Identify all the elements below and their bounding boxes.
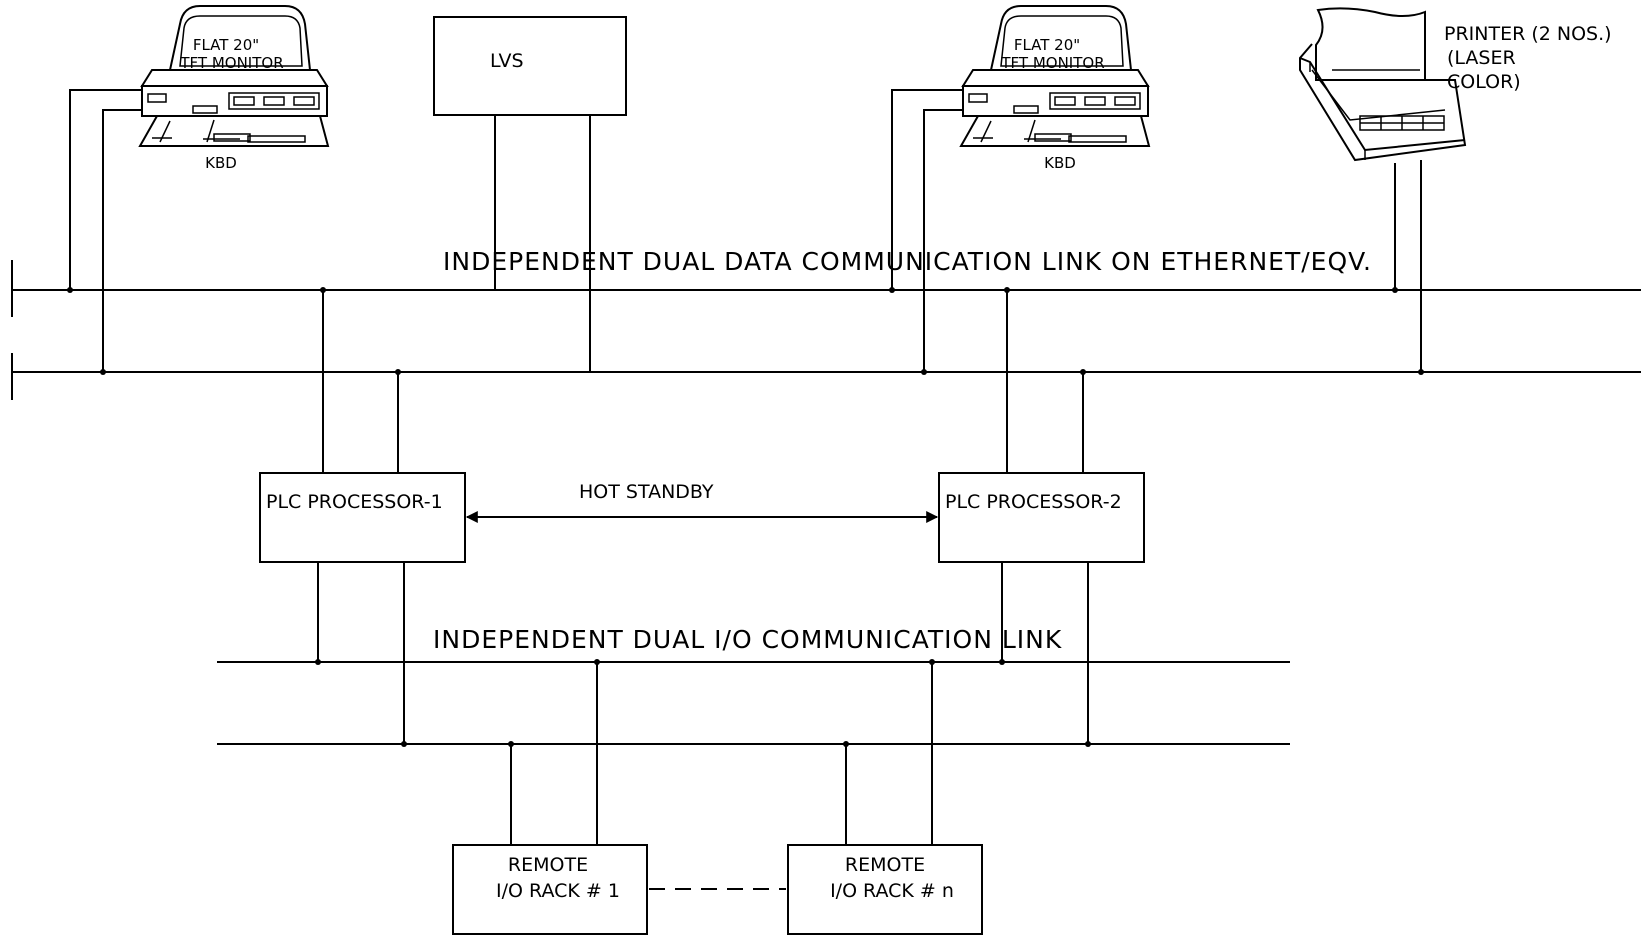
workstation-1: FLAT 20" TFT MONITOR KBD (67, 5, 330, 375)
rack-1-label-line1: REMOTE (508, 854, 588, 876)
rack-n-label-line2: I/O RACK # n (830, 880, 954, 902)
monitor-icon (961, 5, 1150, 117)
plc-1-label: PLC PROCESSOR-1 (266, 491, 443, 513)
keyboard-icon (138, 115, 330, 147)
io-bus (217, 661, 1290, 745)
monitor-icon (140, 5, 329, 117)
io-bus-label: INDEPENDENT DUAL I/O COMMUNICATION LINK (433, 625, 1062, 654)
monitor-label-line2: TFT MONITOR (179, 54, 283, 72)
monitor-label-line1: FLAT 20" (1014, 36, 1080, 54)
printer-label-line1: PRINTER (2 NOS.) (1444, 23, 1612, 45)
monitor-label-line2: TFT MONITOR (1000, 54, 1104, 72)
lvs-label: LVS (490, 50, 524, 72)
plc-processor-1: PLC PROCESSOR-1 (259, 472, 466, 563)
rack-1-label-line2: I/O RACK # 1 (496, 880, 620, 902)
remote-rack-n: REMOTE I/O RACK # n (787, 844, 983, 935)
rack-n-label-line1: REMOTE (845, 854, 925, 876)
printer-label-line2: (LASER (1447, 47, 1516, 69)
hot-standby-label: HOT STANDBY (579, 481, 714, 503)
remote-rack-1: REMOTE I/O RACK # 1 (452, 844, 648, 935)
monitor-label-line1: FLAT 20" (193, 36, 259, 54)
plc-processor-2: PLC PROCESSOR-2 (938, 472, 1145, 563)
lvs-unit: LVS (433, 16, 627, 372)
keyboard-label: KBD (205, 154, 237, 172)
plc-2-label: PLC PROCESSOR-2 (945, 491, 1122, 513)
printer-icon (1299, 7, 1467, 162)
data-bus (11, 260, 1641, 400)
keyboard-label: KBD (1044, 154, 1076, 172)
workstation-2: FLAT 20" TFT MONITOR KBD (889, 5, 1151, 375)
printer-label-line3: COLOR) (1447, 71, 1521, 93)
data-bus-label: INDEPENDENT DUAL DATA COMMUNICATION LINK… (443, 247, 1372, 276)
keyboard-icon (959, 115, 1151, 147)
